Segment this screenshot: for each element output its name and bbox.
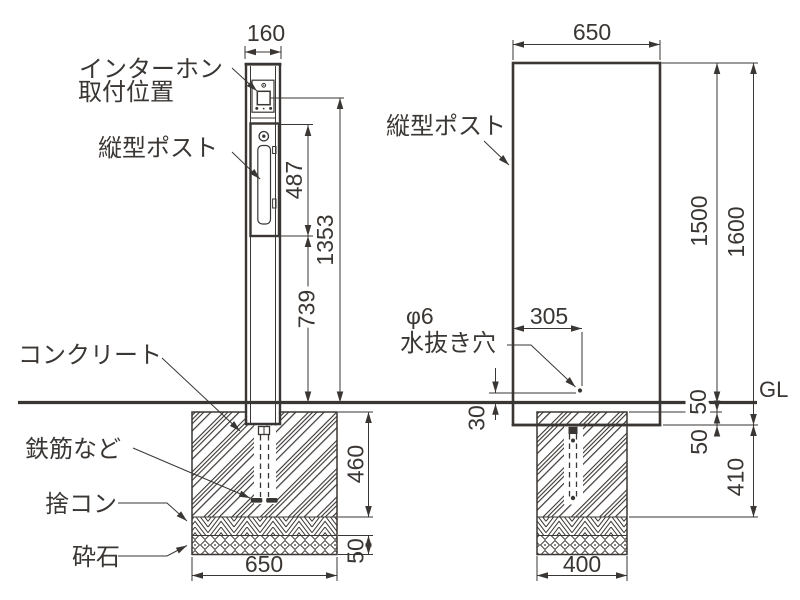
post-dial-dot-icon [262, 134, 266, 138]
leader-drain-hole [507, 344, 576, 388]
side-anchor [564, 426, 583, 505]
intercom-button-icon [269, 106, 273, 110]
leader-front-post [231, 151, 261, 180]
anchor-fitting [568, 426, 578, 434]
dim-text-650-side: 650 [573, 19, 611, 45]
dim-text-50-stone: 50 [343, 538, 369, 564]
label-drain-hole: 水抜き穴 [400, 330, 496, 357]
side-view [483, 40, 758, 581]
side-post-outline [511, 61, 662, 427]
dim-text-487: 487 [281, 161, 307, 199]
post-hinge-mark [272, 198, 277, 209]
post-box-outline [249, 122, 281, 238]
leader-rebar [132, 447, 251, 499]
rebar-foot [250, 498, 263, 503]
front-crushed-stone-hatch [192, 535, 337, 555]
leader-side-post [483, 140, 510, 166]
dim-text-1500: 1500 [686, 195, 712, 246]
drain-hole-dot [577, 388, 583, 393]
post-hinge-mark [272, 146, 277, 154]
side-crushed-stone-hatch [537, 535, 627, 555]
dim-text-30: 30 [464, 405, 490, 431]
anchor-foot [570, 495, 576, 501]
anchor-nut [571, 438, 575, 443]
label-rebar: 鉄筋など [25, 436, 121, 463]
dim-text-1600: 1600 [723, 206, 749, 257]
intercom-button-icon [262, 107, 265, 110]
side-footing-outline [536, 411, 628, 556]
label-side-post: 縦型ポスト [386, 113, 506, 140]
pole-over-footing [247, 410, 279, 424]
front-pole [244, 62, 282, 426]
mail-slot [257, 144, 272, 225]
label-crushed-stone: 砕石 [72, 544, 120, 571]
annotations: インターホン 取付位置 縦型ポスト コンクリート 鉄筋など 捨コン 砕石 縦型ポ… [18, 19, 788, 577]
dim-text-50-gl: 50 [685, 389, 711, 415]
intercom-panel-outline [251, 79, 275, 113]
front-anchor [250, 425, 278, 504]
side-lean-concrete-hatch [537, 517, 627, 536]
leader-intercom [231, 67, 258, 92]
leader-concrete [161, 357, 241, 432]
post-box [249, 122, 281, 238]
intercom-camera-dot-icon [263, 84, 265, 87]
dim-text-739: 739 [294, 290, 320, 328]
post-dial-icon [258, 130, 270, 142]
front-view [118, 46, 373, 581]
dim-text-400: 400 [563, 551, 601, 577]
front-lean-concrete-hatch [192, 517, 337, 536]
anchor-channel [254, 425, 276, 504]
dim-text-160: 160 [247, 20, 285, 46]
anchor-channel [564, 426, 583, 505]
label-gl: GL [759, 377, 788, 402]
label-intercom-line1: インターホン [79, 56, 223, 83]
leader-lean-concrete [118, 502, 188, 522]
leader-crushed-stone [118, 545, 188, 557]
intercom-camera-icon [261, 82, 267, 88]
dim-text-50-embed: 50 [686, 429, 712, 455]
label-concrete: コンクリート [18, 342, 162, 369]
dim-text-305: 305 [530, 303, 568, 329]
dim-text-460: 460 [343, 445, 369, 483]
label-intercom-line2: 取付位置 [78, 79, 174, 106]
intercom-button-icon [255, 106, 259, 110]
label-lean-concrete: 捨コン [45, 491, 117, 518]
intercom-panel [251, 79, 275, 113]
dim-text-650-front: 650 [245, 551, 283, 577]
rebar-foot [266, 498, 278, 503]
dim-text-410: 410 [723, 458, 749, 496]
label-drain-dia: φ6 [406, 303, 434, 329]
label-front-post: 縦型ポスト [98, 135, 218, 162]
dim-text-1353: 1353 [312, 214, 338, 265]
intercom-unit [256, 90, 271, 106]
